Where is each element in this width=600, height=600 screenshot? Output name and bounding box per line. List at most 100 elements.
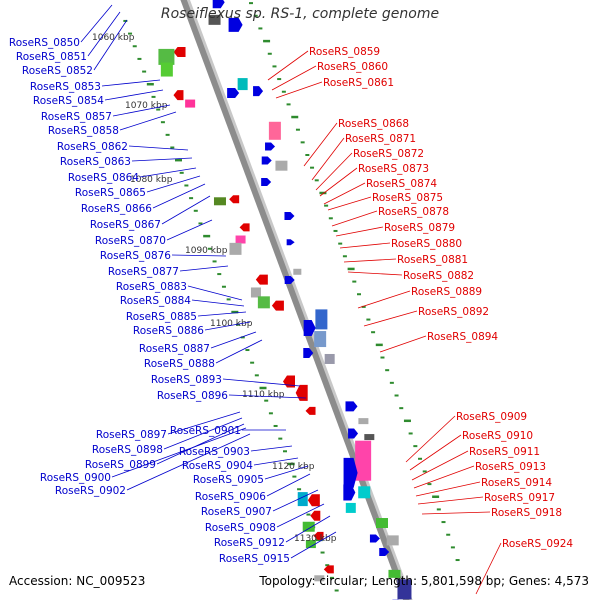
- right-gene-label: RoseRS_0913: [475, 461, 546, 473]
- left-gene-label: RoseRS_0854: [33, 95, 104, 107]
- genome-backbone: [180, 0, 410, 600]
- genome-info: Topology: circular; Length: 5,801,598 bp…: [259, 574, 589, 588]
- right-gene-label: RoseRS_0892: [418, 306, 489, 318]
- right-gene-label: RoseRS_0860: [317, 61, 388, 73]
- left-gene-label: RoseRS_0864: [68, 172, 139, 184]
- left-gene-label: RoseRS_0888: [144, 358, 215, 370]
- reverse-gene-arrow: [239, 223, 250, 232]
- left-gene-label: RoseRS_0905: [193, 474, 264, 486]
- forward-gene-arrow: [265, 142, 276, 151]
- left-leader-line: [111, 427, 247, 478]
- reverse-gene-arrow: [323, 565, 334, 574]
- right-leader-line: [271, 65, 317, 91]
- forward-gene-arrow: [227, 87, 240, 98]
- left-leader-line: [228, 394, 307, 399]
- gene-feature: [364, 434, 375, 441]
- reverse-gene-arrow: [310, 510, 321, 521]
- left-leader-line: [272, 489, 319, 512]
- gene-feature: [314, 331, 327, 348]
- length-value: 5,801,598 bp: [420, 574, 501, 588]
- gene-feature: [235, 235, 246, 244]
- right-leader-line: [327, 196, 372, 211]
- left-gene-label: RoseRS_0862: [57, 141, 128, 153]
- right-leader-line: [417, 496, 484, 505]
- reverse-gene-arrow: [271, 300, 284, 311]
- gene-feature: [388, 569, 401, 578]
- left-leader-line: [112, 104, 171, 117]
- left-gene-label: RoseRS_0863: [60, 156, 131, 168]
- left-gene-label: RoseRS_0901: [170, 425, 241, 437]
- gene-feature: [208, 14, 221, 25]
- gene-feature: [376, 518, 389, 529]
- right-gene-label: RoseRS_0924: [502, 538, 573, 550]
- right-leader-line: [363, 310, 418, 327]
- right-gene-label: RoseRS_0878: [378, 206, 449, 218]
- left-gene-label: RoseRS_0852: [22, 65, 93, 77]
- scale-marker-label: 1090 kbp: [185, 246, 228, 256]
- left-gene-label: RoseRS_0897: [96, 429, 167, 441]
- gene-feature: [268, 121, 281, 140]
- left-leader-line: [187, 285, 243, 301]
- left-leader-line: [128, 145, 189, 151]
- forward-gene-arrow: [212, 0, 225, 9]
- left-leader-line: [197, 311, 247, 317]
- gene-feature: [257, 296, 270, 309]
- left-gene-label: RoseRS_0900: [40, 472, 111, 484]
- right-gene-label: RoseRS_0918: [491, 507, 562, 519]
- reverse-gene-arrow: [173, 47, 186, 58]
- right-leader-line: [267, 50, 309, 81]
- genes-value: 4,573: [554, 574, 589, 588]
- left-gene-label: RoseRS_0899: [85, 459, 156, 471]
- left-leader-line: [191, 299, 245, 307]
- gene-feature: [358, 486, 371, 499]
- left-gene-label: RoseRS_0850: [9, 37, 80, 49]
- right-gene-label: RoseRS_0871: [345, 133, 416, 145]
- left-leader-line: [93, 19, 128, 71]
- left-leader-line: [264, 465, 309, 480]
- left-leader-line: [167, 411, 241, 435]
- forward-gene-arrow: [286, 239, 295, 246]
- right-gene-label: RoseRS_0879: [384, 222, 455, 234]
- left-leader-line: [152, 183, 206, 209]
- forward-gene-arrow: [261, 156, 272, 165]
- left-leader-line: [87, 11, 121, 57]
- left-gene-label: RoseRS_0851: [16, 51, 87, 63]
- left-leader-line: [163, 417, 243, 450]
- gene-feature: [302, 521, 315, 532]
- left-gene-label: RoseRS_0865: [75, 187, 146, 199]
- left-leader-line: [139, 167, 197, 178]
- right-gene-label: RoseRS_0909: [456, 411, 527, 423]
- forward-gene-arrow: [228, 17, 243, 32]
- left-gene-label: RoseRS_0884: [120, 295, 191, 307]
- left-leader-line: [276, 503, 325, 528]
- right-leader-line: [275, 81, 323, 99]
- forward-gene-arrow: [261, 178, 272, 187]
- gene-feature: [250, 287, 261, 298]
- reverse-gene-arrow: [173, 90, 184, 101]
- left-gene-label: RoseRS_0902: [55, 485, 126, 497]
- accession-label: Accession:: [9, 574, 77, 588]
- gene-feature: [305, 540, 316, 549]
- left-gene-label: RoseRS_0893: [151, 374, 222, 386]
- right-gene-label: RoseRS_0894: [427, 331, 498, 343]
- right-leader-line: [405, 415, 456, 463]
- left-gene-label: RoseRS_0886: [133, 325, 204, 337]
- forward-gene-arrow: [379, 548, 390, 557]
- left-leader-line: [161, 195, 211, 225]
- left-leader-line: [290, 531, 337, 559]
- left-leader-line: [104, 89, 164, 101]
- right-leader-line: [319, 167, 358, 197]
- scale-marker-label: 1070 kbp: [125, 101, 168, 111]
- left-gene-label: RoseRS_0866: [81, 203, 152, 215]
- gene-feature: [160, 62, 173, 77]
- right-gene-label: RoseRS_0889: [411, 286, 482, 298]
- left-leader-line: [210, 331, 257, 349]
- right-leader-line: [335, 226, 384, 237]
- scale-marker-label: 1100 kbp: [210, 319, 253, 329]
- left-leader-line: [285, 515, 331, 543]
- gene-feature: [314, 575, 325, 582]
- gene-feature: [297, 492, 308, 507]
- right-leader-line: [311, 137, 345, 181]
- right-gene-label: RoseRS_0859: [309, 46, 380, 58]
- gene-feature: [229, 242, 242, 255]
